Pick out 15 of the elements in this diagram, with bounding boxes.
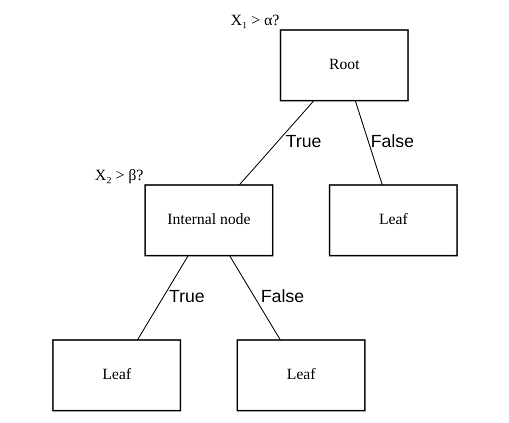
node-box: Root bbox=[279, 29, 408, 102]
edge-label: True bbox=[285, 131, 321, 152]
connector bbox=[136, 255, 188, 340]
node-label: X₁ > α? bbox=[230, 12, 279, 29]
node-box: Leaf bbox=[328, 184, 458, 256]
node-box: Internal node bbox=[144, 184, 273, 256]
edge-label: False bbox=[260, 286, 304, 306]
node-box: Leaf bbox=[236, 339, 366, 412]
edge-label: True bbox=[168, 286, 204, 306]
edge-label: False bbox=[370, 131, 414, 152]
connector bbox=[228, 255, 280, 340]
node-label: X₂ > β? bbox=[94, 166, 143, 184]
node-box: Leaf bbox=[52, 339, 181, 412]
connector bbox=[354, 100, 382, 186]
connector bbox=[238, 100, 314, 186]
